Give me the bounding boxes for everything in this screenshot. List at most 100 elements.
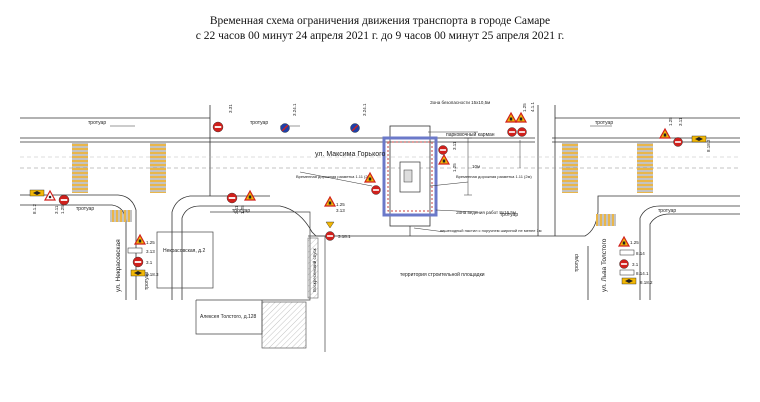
sign-label-8-18-3-far: 8.18.3: [706, 139, 711, 152]
work-sign-right-2: [514, 111, 528, 123]
sign-label-1-25-tol: 1.25: [630, 240, 639, 245]
hatched-lot: [261, 301, 307, 349]
label-temp-marking-right: Временная дорожная разметка 1.11 (2м): [456, 174, 532, 179]
zebra-left-3: [110, 210, 132, 222]
road-edges: [20, 105, 740, 300]
sidewalk-label-4: тротуар: [76, 206, 94, 212]
zebra-left-1: [72, 143, 88, 193]
work-sign-mid: [243, 189, 257, 201]
embankment-label: Воскресенский спуск: [311, 248, 317, 292]
dimension-lines: [299, 131, 521, 233]
label-blast-zone: Зона безопасности 15х10,5м: [430, 100, 490, 105]
no-entry-sign-tolstogo: [619, 259, 629, 269]
no-entry-sign-nekrasovskaya: [132, 256, 144, 268]
right-side-curb: [555, 195, 740, 237]
arrow-plate-left: [29, 189, 45, 197]
sidewalk-label-6: тротуар: [500, 212, 518, 218]
diagram-title-line-2: с 22 часов 00 минут 24 апреля 2021 г. до…: [195, 30, 565, 42]
building-label-nekrasovskaya: Некрасовская, д.2: [163, 248, 205, 254]
street-label-left: ул. Некрасовская: [115, 239, 122, 292]
sign-label-1-25-zone: 1.25: [452, 163, 457, 172]
zebra-right-3: [596, 214, 616, 226]
no-entry-sign-far-right: [673, 137, 683, 147]
street-label-right: ул. Льва Толстого: [601, 238, 608, 292]
arrow-plate-tolstogo: [621, 277, 637, 285]
work-sign-zone-right: [437, 153, 451, 165]
work-sign-far-right: [658, 127, 672, 139]
sidewalk-label-7: тротуар: [658, 208, 676, 214]
plate-tolstogo-2: [619, 269, 635, 276]
plate-nekrasovskaya: [127, 247, 143, 254]
no-entry-sign-right-1: [507, 127, 517, 137]
dividers-vertical: [209, 105, 556, 236]
sign-label-3-24-1-top-2: 3.24.1: [362, 103, 367, 116]
sign-label-8-18-3-nek: 8.18.3: [146, 272, 159, 277]
arrow-plate-far-right: [691, 135, 707, 143]
no-entry-sign-zone-left: [371, 185, 381, 195]
sign-label-1-25-far: 1.25: [668, 117, 673, 126]
sign-label-8-18-2-tol: 8.18.2: [640, 280, 653, 285]
work-sign-right-1: [504, 111, 518, 123]
work-sign-nekrasovskaya: [133, 233, 147, 245]
right-road-edge-2: [649, 213, 740, 300]
pedestrian-crossings: [72, 143, 653, 226]
diagram-title-line-1: Временная схема ограничения движения тра…: [209, 15, 551, 27]
plate-tolstogo: [619, 249, 635, 256]
work-sign-tolstogo: [617, 235, 631, 247]
building-label-tolstogo: Алексея Толстого, д.128: [200, 314, 257, 320]
sign-label-1-25-emb: 1.25: [336, 202, 345, 207]
sign-label-1-25-right: 1.25: [522, 103, 527, 112]
sign-label-3-18-1-emb: 3.18.1: [338, 234, 351, 239]
label-temp-marking-left: Временная дорожная разметка 1.11 (2м): [296, 174, 372, 179]
warning-sign-left: [43, 189, 57, 201]
bottom-edge-mid-curb: [181, 205, 555, 300]
label-work-zone: Зона ведения работ 8х16,5м: [456, 210, 516, 215]
label-parking: парковочный карман: [446, 131, 495, 138]
no-entry-sign-zone-right-top: [438, 145, 448, 155]
sign-label-3-11-far: 3.11: [678, 117, 683, 126]
zebra-left-2: [150, 143, 166, 193]
sign-label-8-14-tol: 8.14: [636, 251, 645, 256]
right-road-edge: [639, 205, 740, 300]
sidewalk-label-5: тротуар: [232, 208, 250, 214]
sign-label-1-25-mid: 1.25: [240, 205, 245, 214]
work-sign-embankment: [323, 195, 337, 207]
building-nekrasovskaya: [156, 231, 214, 289]
yield-sign-embankment: [325, 221, 335, 229]
sign-label-8-1-2-left: 8.1.2: [32, 203, 37, 214]
street-label-main: ул. Максима Горького: [315, 151, 386, 158]
no-entry-sign-right-2: [517, 127, 527, 137]
sign-label-3-11-zone: 3.11: [452, 141, 457, 150]
sidewalk-label-right-vertical: тротуар: [574, 254, 580, 272]
parking-sign-top-1: [280, 123, 290, 133]
parking-sign-top-2: [350, 123, 360, 133]
sign-label-3-1-tol: 3.1: [632, 262, 639, 267]
label-walkway: пешеходный настил с поручнем шириной не …: [440, 228, 542, 233]
sign-label-1-25-left: 1.25: [60, 205, 65, 214]
no-entry-sign-mid: [226, 192, 238, 204]
no-entry-sign-left: [58, 194, 70, 206]
sign-label-3-31-top: 3.31: [228, 104, 233, 113]
sign-label-3-24-1-top: 3.24.1: [292, 103, 297, 116]
bottom-edge-left: [20, 194, 137, 300]
center-lane-line: [20, 156, 740, 169]
sign-label-3-11-left: 3.11: [54, 205, 59, 214]
work-zone: [382, 125, 438, 236]
sign-label-8-13-nek: 3.13: [146, 249, 155, 254]
top-edge-right: [552, 117, 740, 143]
embankment-strip: [307, 237, 319, 299]
sign-label-1-25-nek: 1.25: [146, 240, 155, 245]
zebra-right-1: [562, 143, 578, 193]
label-width-10: 10м: [472, 164, 480, 169]
sidewalk-label-1: тротуар: [88, 120, 106, 126]
label-construction-site: территория строительной площадки: [400, 271, 485, 278]
sidewalk-label-3: тротуар: [595, 120, 613, 126]
crane-cab: [403, 169, 413, 183]
top-edge-left: [20, 117, 535, 143]
work-sign-zone-left: [363, 171, 377, 183]
no-entry-sign-top: [212, 121, 224, 133]
sign-label-8-13-emb: 3.13: [336, 208, 345, 213]
sidewalk-label-2: тротуар: [250, 120, 268, 126]
sign-label-3-1-nek: 3.1: [146, 260, 153, 265]
work-zone-inner: [387, 141, 433, 212]
